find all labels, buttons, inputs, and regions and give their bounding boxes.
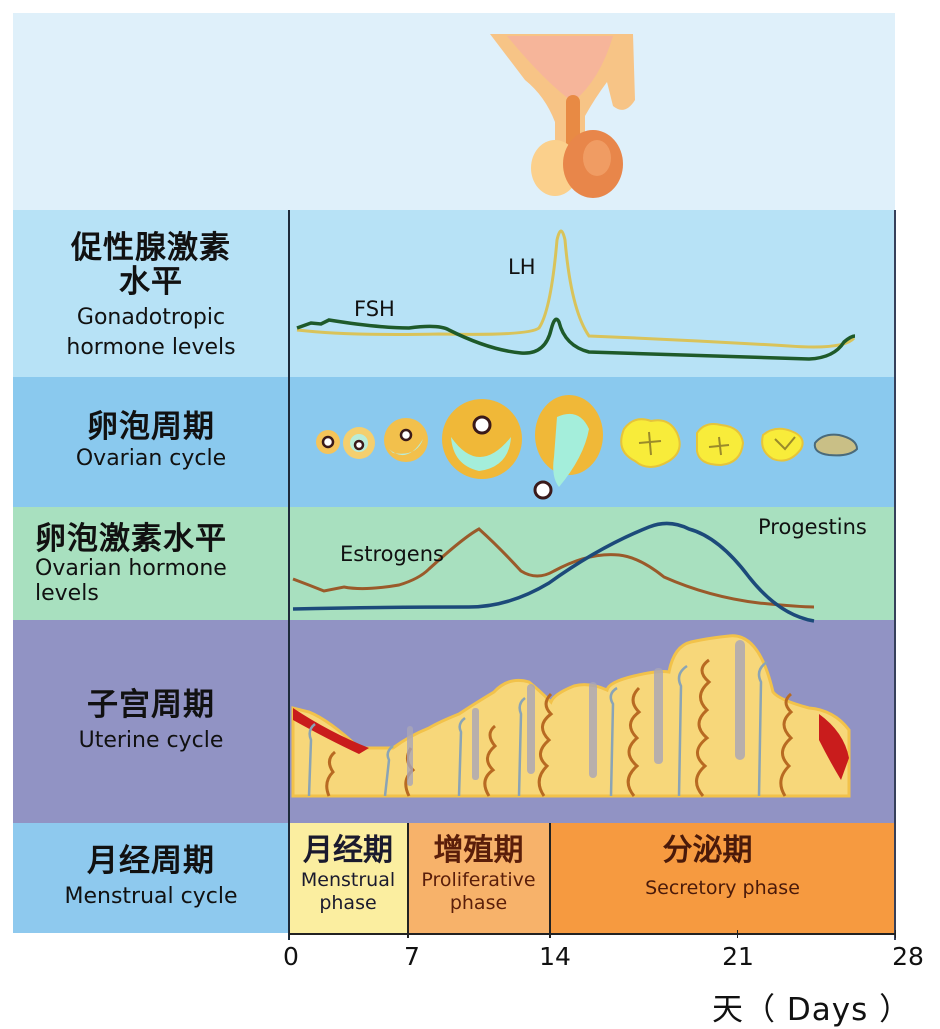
gland-lumens	[407, 640, 745, 786]
gonadotropic-en-1: Gonadotropic	[76, 305, 226, 330]
fsh-curve	[296, 317, 856, 361]
phase-proliferative-en-1: Proliferative	[421, 869, 536, 891]
estrogens-label: Estrogens	[340, 542, 444, 566]
corpus-luteum-2	[696, 423, 745, 467]
tick-label-28: 28	[892, 942, 924, 971]
pituitary-gland-illustration	[490, 34, 635, 198]
phase-divider-14	[549, 823, 551, 938]
gonadotropic-chart	[296, 229, 856, 361]
uterine-zh: 子宫周期	[87, 686, 215, 723]
tick-14	[549, 930, 550, 938]
tick-0	[289, 930, 290, 938]
ovarian-hormone-chart	[292, 521, 815, 623]
ovarian-cycle-en: Ovarian cycle	[75, 446, 227, 471]
gonadotropic-label: 促性腺激素 水平 Gonadotropic hormone levels	[13, 222, 289, 372]
ovarian-hormone-en-2: levels	[35, 581, 99, 606]
lh-label: LH	[508, 255, 536, 279]
menstrual-en: Menstrual cycle	[64, 884, 238, 909]
gonadotropic-zh-2: 水平	[119, 264, 183, 300]
progestins-curve	[292, 521, 815, 623]
ovarian-follicles-illustration	[316, 395, 859, 500]
tick-label-21: 21	[722, 942, 754, 971]
tick-28	[895, 930, 896, 938]
phase-secretory-en: Secretory phase	[645, 877, 800, 899]
tick-label-7: 7	[404, 942, 420, 971]
phase-menstrual-en-2: phase	[319, 892, 377, 914]
menstrual-label: 月经周期 Menstrual cycle	[13, 823, 289, 933]
phase-proliferative-en-2: phase	[449, 892, 508, 914]
shedding-lining-right	[819, 714, 849, 780]
pituitary-panel	[13, 13, 895, 210]
endometrium-tissue	[291, 634, 851, 798]
follicle-2	[343, 427, 375, 459]
uterine-en: Uterine cycle	[78, 727, 224, 753]
x-axis	[289, 933, 895, 935]
corpus-luteum-1	[620, 418, 681, 468]
gonadotropic-row	[13, 210, 895, 377]
phase-secretory: 分泌期 Secretory phase	[550, 823, 895, 933]
ovarian-hormone-zh: 卵泡激素水平	[35, 521, 227, 557]
ovulating-follicle	[533, 395, 603, 500]
menstrual-zh: 月经周期	[87, 843, 215, 879]
tick-label-0: 0	[283, 942, 299, 971]
day-zero-line	[288, 210, 290, 940]
ovarian-hormone-en-1: Ovarian hormone	[35, 556, 227, 581]
tick-label-14: 14	[539, 942, 571, 971]
ovarian-cycle-zh: 卵泡周期	[87, 409, 215, 445]
phase-proliferative: 增殖期 Proliferative phase	[408, 823, 549, 933]
ovarian-hormone-label: 卵泡激素水平 Ovarian hormone levels	[13, 510, 289, 618]
phase-proliferative-zh: 增殖期	[433, 833, 524, 868]
gonadotropic-zh: 促性腺激素	[71, 230, 231, 266]
estrogens-curve	[292, 527, 815, 609]
phase-menstrual: 月经期 Menstrual phase	[289, 823, 407, 933]
shedding-lining-left	[293, 708, 369, 754]
uterine-label: 子宫周期 Uterine cycle	[13, 620, 289, 823]
tick-7	[407, 930, 408, 938]
x-axis-unit-label: 天（ Days ）	[712, 992, 912, 1028]
progestins-label: Progestins	[758, 515, 867, 539]
day-28-line	[894, 210, 896, 940]
corpus-luteum-3	[761, 427, 804, 462]
follicle-3	[384, 418, 428, 462]
corpus-albicans	[813, 433, 859, 457]
endometrium-illustration	[291, 634, 851, 798]
ovarian-cycle-label: 卵泡周期 Ovarian cycle	[13, 377, 289, 507]
phase-menstrual-zh: 月经期	[303, 833, 393, 868]
gonadotropic-en-2: hormone levels	[66, 335, 236, 360]
phase-divider-7	[407, 823, 409, 938]
fsh-label: FSH	[354, 297, 395, 321]
phase-secretory-zh: 分泌期	[662, 833, 753, 868]
glands	[307, 660, 768, 797]
follicle-1	[316, 430, 340, 454]
follicle-4	[442, 399, 522, 479]
lh-curve	[296, 229, 856, 349]
phase-menstrual-en-1: Menstrual	[300, 869, 396, 891]
tick-21	[737, 930, 738, 938]
